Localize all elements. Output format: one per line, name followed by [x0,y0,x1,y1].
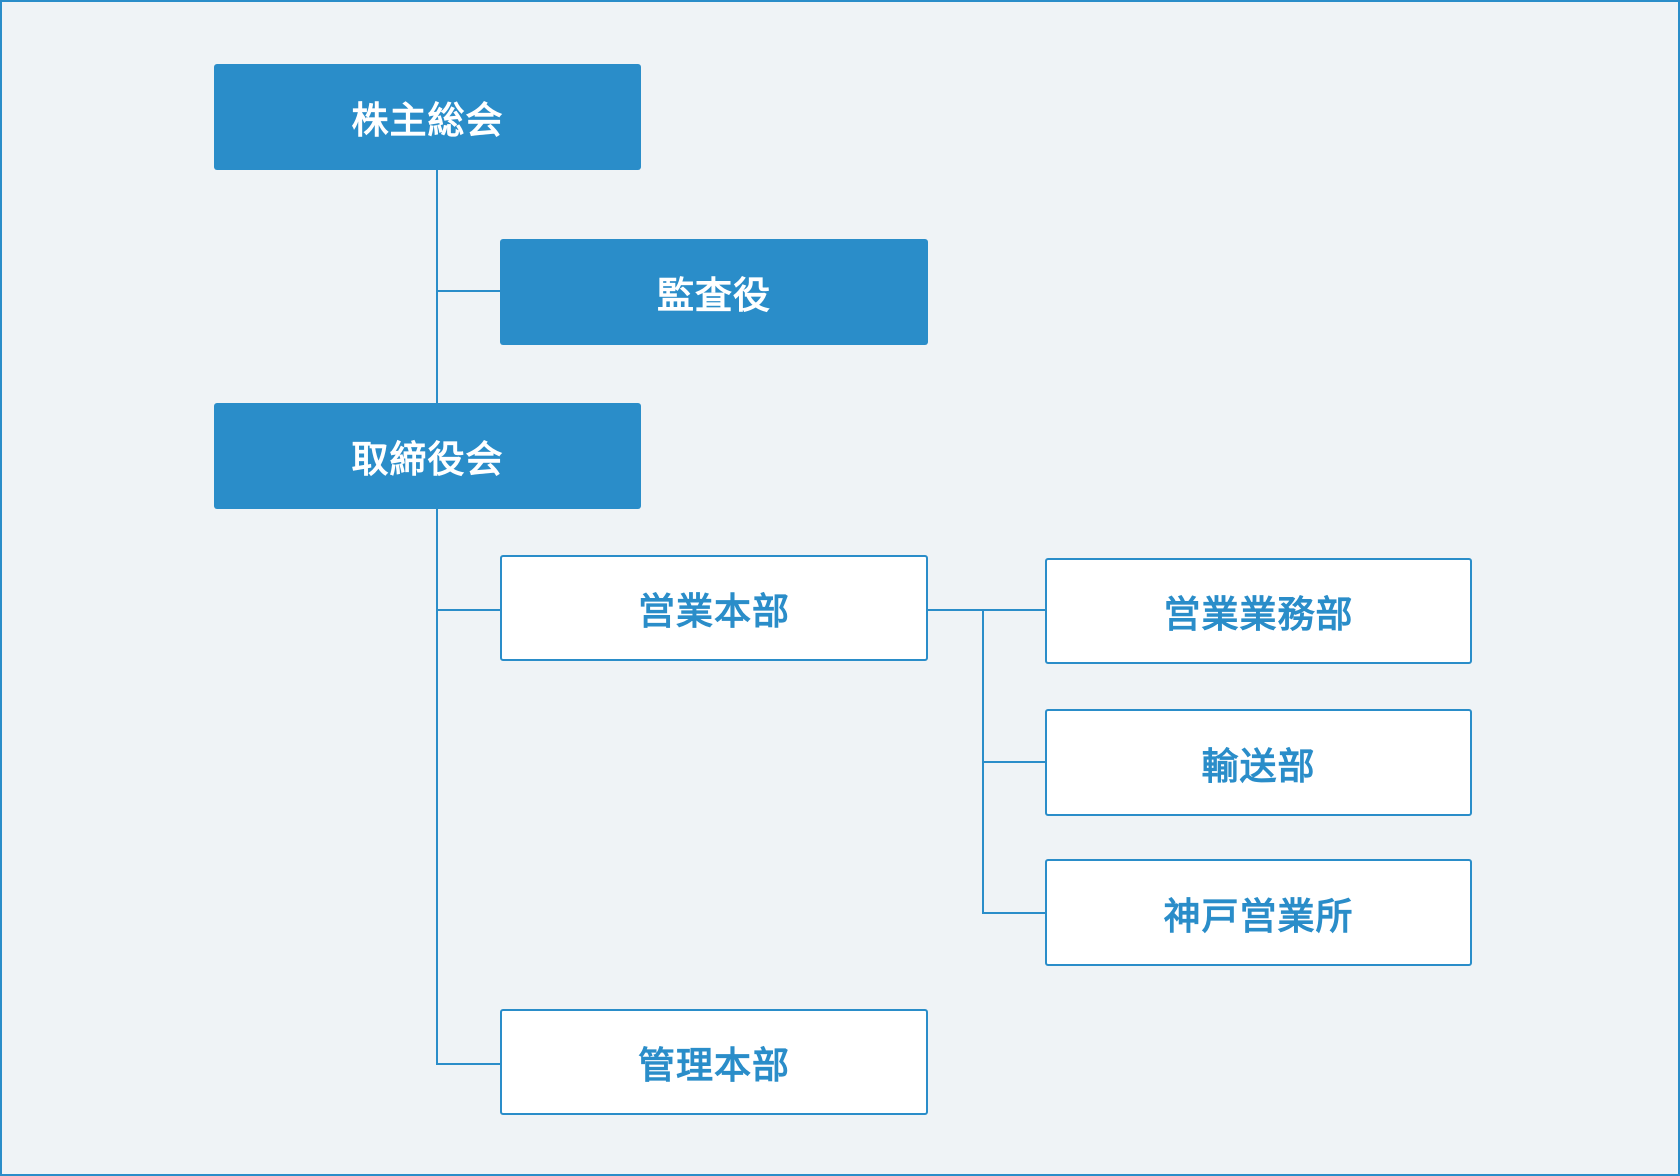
connector-to-kobe [982,912,1046,914]
connector-shareholders-to-board [436,169,438,403]
node-administration-headquarters: 管理本部 [500,1009,928,1115]
connector-sales-hq-branch [925,609,1046,611]
node-sales-headquarters: 営業本部 [500,555,928,661]
node-shareholders-meeting: 株主総会 [214,64,641,170]
connector-to-auditor [436,290,500,292]
connector-to-admin-hq [436,1063,500,1065]
connector-to-transport [982,761,1046,763]
connector-to-sales-hq [436,609,500,611]
node-board-of-directors: 取締役会 [214,403,641,509]
connector-board-trunk [436,507,438,1065]
node-kobe-sales-office: 神戸営業所 [1045,859,1472,966]
node-auditor: 監査役 [500,239,928,345]
node-sales-operations-dept: 営業業務部 [1045,558,1472,664]
node-transport-dept: 輸送部 [1045,709,1472,816]
